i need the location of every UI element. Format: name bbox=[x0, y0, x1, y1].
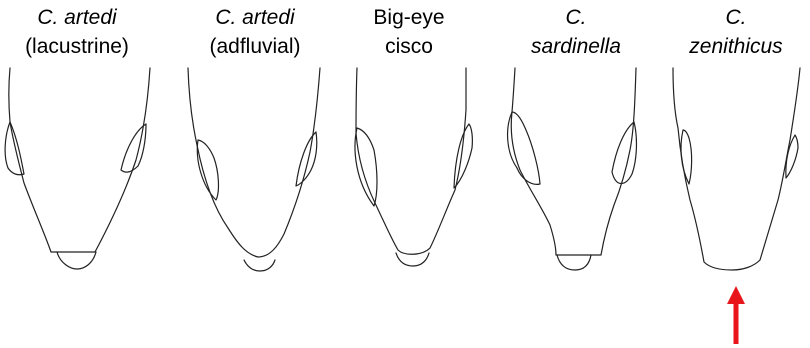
label-3-line2: cisco bbox=[385, 35, 433, 58]
red-arrow-icon bbox=[727, 286, 745, 344]
label-5-line2: zenithicus bbox=[688, 35, 783, 58]
lower-jaw-4 bbox=[557, 255, 591, 270]
head-outline-1 bbox=[5, 68, 150, 269]
label-3-line1: Big-eye bbox=[373, 6, 444, 29]
label-2-line1: C. artedi bbox=[215, 6, 296, 29]
head-outline-4 bbox=[508, 68, 637, 270]
species-labels: C. artedi (lacustrine) C. artedi (adfluv… bbox=[25, 6, 783, 58]
head-body-4 bbox=[511, 68, 636, 255]
label-2-line2: (adfluvial) bbox=[209, 35, 300, 58]
head-outline-5 bbox=[673, 68, 800, 270]
lower-jaw-2 bbox=[244, 260, 275, 271]
head-outline-2 bbox=[188, 68, 320, 271]
lower-jaw-1 bbox=[57, 252, 96, 269]
eye-1-left bbox=[5, 122, 24, 175]
head-body-3 bbox=[356, 68, 466, 254]
eye-3-right bbox=[454, 124, 472, 188]
head-body-1 bbox=[9, 68, 150, 252]
label-4-line2: sardinella bbox=[531, 35, 621, 58]
eye-2-left bbox=[197, 140, 218, 200]
label-5-line1: C. bbox=[726, 6, 747, 29]
head-body-5 bbox=[673, 68, 800, 270]
eye-4-left bbox=[508, 112, 540, 184]
eye-5-right bbox=[786, 135, 798, 178]
lower-jaw-3 bbox=[396, 253, 429, 266]
label-1-line1: C. artedi bbox=[37, 6, 118, 29]
eye-5-left bbox=[681, 130, 692, 184]
head-outline-3 bbox=[355, 68, 472, 266]
label-4-line1: C. bbox=[566, 6, 587, 29]
label-1-line2: (lacustrine) bbox=[25, 35, 129, 58]
eye-2-right bbox=[296, 132, 317, 186]
eye-3-left bbox=[355, 128, 377, 206]
arrow-head bbox=[727, 286, 745, 304]
